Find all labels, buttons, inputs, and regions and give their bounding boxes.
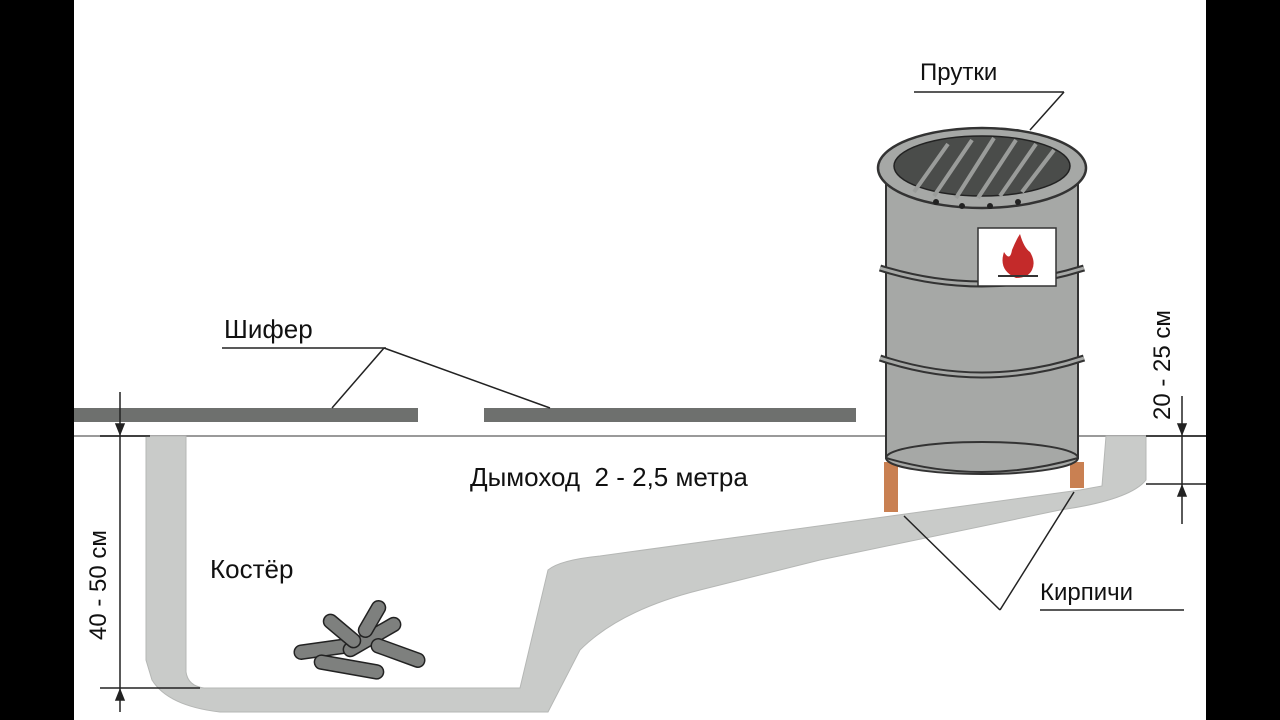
- brick-right: [1070, 462, 1084, 488]
- slate-sheet-right: [484, 408, 856, 422]
- firewood-icon: [293, 599, 426, 680]
- slate-sheet-left: [74, 408, 418, 422]
- height-dimension: [1146, 396, 1206, 524]
- barrel: [876, 126, 1088, 475]
- flame-icon: [977, 227, 1057, 287]
- label-rods: Прутки: [920, 59, 997, 86]
- label-slate: Шифер: [224, 314, 313, 344]
- brick-left: [884, 462, 898, 512]
- label-height: 20 - 25 см: [1149, 310, 1176, 420]
- label-depth: 40 - 50 см: [85, 530, 112, 640]
- letterbox-left: [0, 0, 74, 720]
- letterbox-right: [1206, 0, 1280, 720]
- rods-grate: [912, 136, 1056, 200]
- depth-dimension: [100, 392, 200, 712]
- trench-channel: [145, 435, 1147, 713]
- label-chimney: Дымоход 2 - 2,5 метра: [470, 462, 748, 492]
- label-fire: Костёр: [210, 554, 293, 584]
- label-bricks: Кирпичи: [1040, 579, 1133, 606]
